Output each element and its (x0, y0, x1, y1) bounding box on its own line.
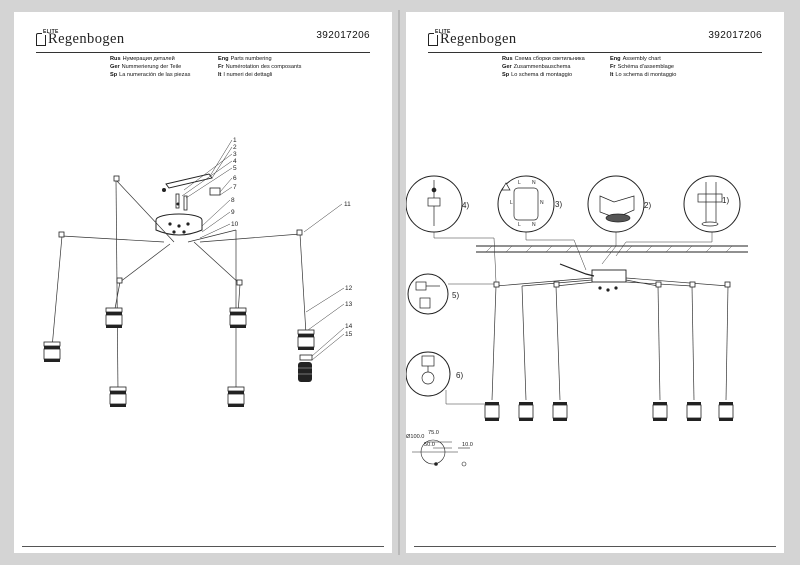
assembly-diagram: 1) 2) 3) 4) 5) 6) L N L N L N Ø100.0 7 (406, 175, 748, 467)
terminal-n-1: N (532, 180, 536, 186)
terminal-l-2: L (510, 200, 513, 206)
logo-mark-icon (428, 33, 438, 46)
part-number-11: 11 (344, 201, 351, 208)
terminal-n-3: N (532, 222, 536, 228)
part-number-5: 5 (233, 165, 237, 172)
ceiling (476, 245, 748, 253)
dim-d1: 75.0 (428, 430, 439, 436)
part-number-13: 13 (345, 301, 353, 308)
dim-diameter: Ø100.0 (406, 434, 424, 440)
terminal-l-3: L (518, 222, 521, 228)
mounting-bracket (162, 173, 221, 211)
dim-d3: 10.0 (462, 442, 473, 448)
part-number-8: 8 (231, 197, 235, 204)
step-6-label: 6) (456, 371, 463, 380)
leader-lines (181, 139, 345, 361)
step-2-label: 2) (644, 201, 651, 210)
bulb-holder (298, 354, 313, 382)
part-number-10: 10 (231, 221, 239, 228)
part-number-2: 2 (233, 144, 237, 151)
part-number-9: 9 (231, 209, 235, 216)
step-3-label: 3) (555, 200, 562, 209)
part-number-3: 3 (233, 151, 237, 158)
cable-hooks (58, 175, 303, 286)
step-1-label: 1) (722, 196, 729, 205)
footer-rule (414, 546, 776, 547)
dimension-drawing (412, 439, 470, 467)
logo-mark-icon (36, 33, 46, 46)
dim-d2: 50.0 (424, 442, 435, 448)
step-4-label: 4) (462, 201, 469, 210)
part-number-12: 12 (345, 285, 353, 292)
book-spine (398, 10, 400, 555)
footer-rule (22, 546, 384, 547)
logo-brand-name: Regenbogen (48, 31, 125, 47)
detail-sketches (415, 180, 723, 385)
junction-box (559, 263, 627, 292)
header-rule (36, 52, 370, 53)
canopy (155, 213, 203, 236)
part-number-15: 15 (345, 331, 353, 338)
logo-brand-name: Regenbogen (440, 31, 517, 47)
header-rule (428, 52, 762, 53)
assembly-cables (491, 277, 729, 401)
callout-leaders (433, 232, 713, 405)
article-number: 392017206 (316, 30, 370, 41)
part-number-7: 7 (233, 184, 237, 191)
article-number: 392017206 (708, 30, 762, 41)
step-5-label: 5) (452, 291, 459, 300)
part-number-14: 14 (345, 323, 353, 330)
part-number-6: 6 (233, 175, 237, 182)
part-number-1: 1 (233, 137, 237, 144)
terminal-n-2: N (540, 200, 544, 206)
terminal-l-1: L (518, 180, 521, 186)
assembly-hooks (493, 281, 731, 288)
logo-brand-small: ELITE (42, 29, 60, 35)
cables (51, 179, 307, 393)
part-number-4: 4 (233, 158, 237, 165)
parts-diagram: 1 2 3 4 5 6 7 8 9 10 11 12 13 14 15 (43, 137, 353, 408)
logo-brand-small: ELITE (434, 29, 452, 35)
